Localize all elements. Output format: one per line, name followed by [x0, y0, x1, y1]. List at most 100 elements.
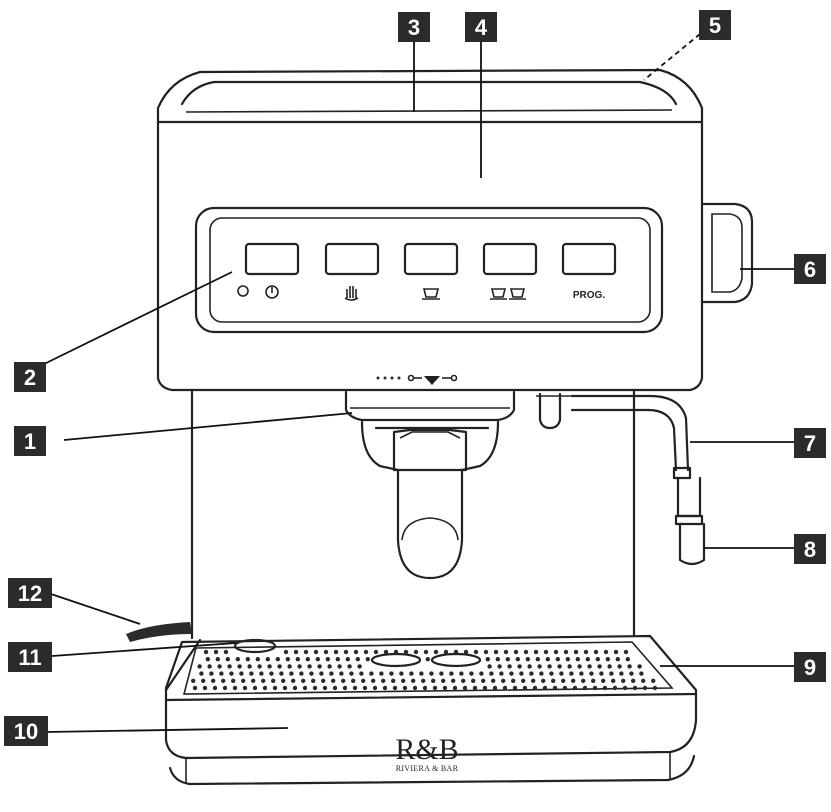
tray-hole [523, 649, 529, 655]
tray-hole [559, 671, 564, 676]
tray-hole [309, 671, 314, 676]
tray-hole [577, 664, 582, 669]
tray-hole [307, 664, 312, 669]
tray-hole [463, 649, 469, 655]
tray-hole [492, 685, 498, 691]
tray-hole [575, 657, 580, 662]
tray-hole [471, 678, 476, 683]
tray-hole [351, 678, 356, 683]
svg-text:9: 9 [804, 655, 816, 680]
tray-hole [561, 678, 566, 683]
tray-hole [305, 657, 310, 662]
tray-hole [595, 657, 600, 662]
tray-hole [282, 685, 288, 691]
tray-hole [357, 664, 362, 669]
tray-hole [289, 671, 294, 676]
tray-hole [641, 678, 646, 683]
tray-hole [567, 664, 572, 669]
tray-hole [421, 678, 426, 683]
tray-hole [302, 685, 308, 691]
button-single-cup[interactable] [403, 242, 459, 276]
tray-hole [383, 649, 389, 655]
tray-hole [312, 685, 318, 691]
tray-hole [497, 664, 502, 669]
tray-hole [453, 649, 459, 655]
tray-hole [425, 657, 430, 662]
tray-hole [402, 685, 408, 691]
tray-hole [503, 649, 509, 655]
tray-hole [271, 678, 276, 683]
tray-hole [432, 685, 438, 691]
tray-hole [313, 649, 319, 655]
tray-hole [259, 671, 264, 676]
tray-hole [222, 685, 228, 691]
tray-hole [337, 664, 342, 669]
brand-tagline: RIVIERA & BAR [396, 764, 459, 773]
tray-hole [569, 671, 574, 676]
tray-hole [237, 664, 242, 669]
tray-hole [247, 664, 252, 669]
double-cup-icon [490, 288, 526, 300]
tray-hole [611, 678, 616, 683]
tray-hole [603, 649, 609, 655]
tray-hole [349, 671, 354, 676]
tray-hole [212, 685, 218, 691]
tray-hole [621, 678, 626, 683]
tray-hole [462, 685, 468, 691]
tray-hole [393, 649, 399, 655]
drip-tray[interactable] [164, 634, 698, 786]
tray-hole [267, 664, 272, 669]
tray-hole [522, 685, 528, 691]
tray-hole [535, 657, 540, 662]
tray-hole [355, 657, 360, 662]
tray-hole [365, 657, 370, 662]
steam-knob[interactable] [700, 202, 754, 304]
tray-hole [557, 664, 562, 669]
tray-hole [587, 664, 592, 669]
upper-body [156, 120, 704, 392]
tray-hole [327, 664, 332, 669]
tray-hole [651, 678, 656, 683]
tray-hole [311, 678, 316, 683]
tray-hole [191, 678, 196, 683]
tray-hole [199, 671, 204, 676]
tray-hole [235, 657, 240, 662]
button-double-cup[interactable] [482, 242, 538, 276]
svg-text:7: 7 [804, 431, 816, 456]
tray-hole [232, 685, 238, 691]
tray-hole [449, 671, 454, 676]
tray-hole [459, 671, 464, 676]
tray-hole [321, 678, 326, 683]
tray-hole [323, 649, 329, 655]
tray-hole [572, 685, 578, 691]
tray-hole [485, 657, 490, 662]
tray-hole [261, 678, 266, 683]
tray-hole [642, 685, 648, 691]
tray-hole [251, 678, 256, 683]
tray-hole [252, 685, 258, 691]
tray-hole [332, 685, 338, 691]
tray-hole [549, 671, 554, 676]
svg-text:2: 2 [24, 365, 36, 390]
button-power[interactable] [244, 242, 300, 276]
tray-hole [262, 685, 268, 691]
steam-wand[interactable] [536, 392, 706, 566]
tray-hole [652, 685, 658, 691]
tray-hole [639, 671, 644, 676]
tray-hole [225, 657, 230, 662]
steam-hand-icon [344, 286, 359, 301]
tray-hole [451, 678, 456, 683]
callout-4: 4 [465, 12, 497, 42]
button-steam[interactable] [324, 242, 380, 276]
tray-hole [491, 678, 496, 683]
button-prog[interactable] [561, 242, 617, 276]
portafilter[interactable] [344, 390, 516, 580]
tray-hole [553, 649, 559, 655]
tray-hole [373, 649, 379, 655]
tray-hole [589, 671, 594, 676]
tray-hole [301, 678, 306, 683]
tray-hole [585, 657, 590, 662]
tray-hole [552, 685, 558, 691]
tray-hole [207, 664, 212, 669]
